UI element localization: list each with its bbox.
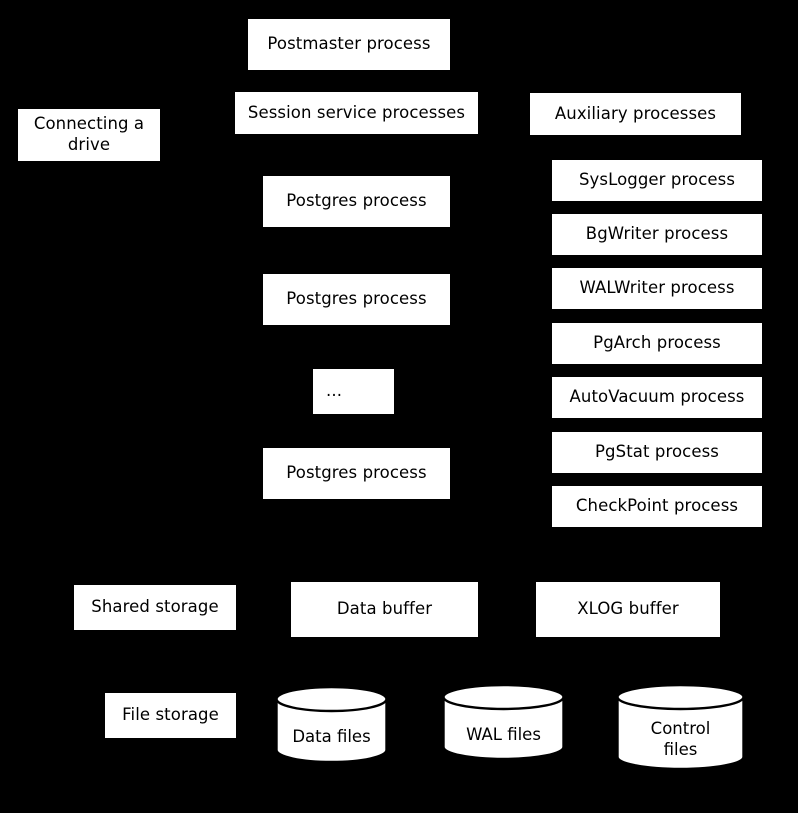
- node-walwriter-process[interactable]: WALWriter process: [552, 268, 762, 309]
- node-auxiliary-processes[interactable]: Auxiliary processes: [530, 93, 741, 135]
- node-postmaster-process[interactable]: Postmaster process: [248, 19, 450, 70]
- node-pgarch-process[interactable]: PgArch process: [552, 323, 762, 364]
- node-postgres-process-1[interactable]: Postgres process: [263, 176, 450, 227]
- node-control-files-cylinder[interactable]: Control files: [616, 684, 745, 770]
- node-wal-files-cylinder[interactable]: WAL files: [442, 684, 565, 760]
- node-postgres-process-3[interactable]: Postgres process: [263, 448, 450, 499]
- node-xlog-buffer[interactable]: XLOG buffer: [536, 582, 720, 637]
- node-syslogger-process[interactable]: SysLogger process: [552, 160, 762, 201]
- node-pgstat-process[interactable]: PgStat process: [552, 432, 762, 473]
- node-bgwriter-process[interactable]: BgWriter process: [552, 214, 762, 255]
- node-autovacuum-process[interactable]: AutoVacuum process: [552, 377, 762, 418]
- node-postgres-process-2[interactable]: Postgres process: [263, 274, 450, 325]
- cylinder-icon: [275, 686, 388, 763]
- cylinder-icon: [616, 684, 745, 770]
- cylinder-icon: [442, 684, 565, 760]
- node-data-files-cylinder[interactable]: Data files: [275, 686, 388, 763]
- node-checkpoint-process[interactable]: CheckPoint process: [552, 486, 762, 527]
- node-data-buffer[interactable]: Data buffer: [291, 582, 478, 637]
- node-ellipsis: ...: [313, 369, 394, 414]
- node-file-storage[interactable]: File storage: [105, 693, 236, 738]
- node-session-service-processes[interactable]: Session service processes: [235, 92, 478, 134]
- node-connecting-a-drive[interactable]: Connecting a drive: [18, 109, 160, 161]
- node-shared-storage[interactable]: Shared storage: [74, 585, 236, 630]
